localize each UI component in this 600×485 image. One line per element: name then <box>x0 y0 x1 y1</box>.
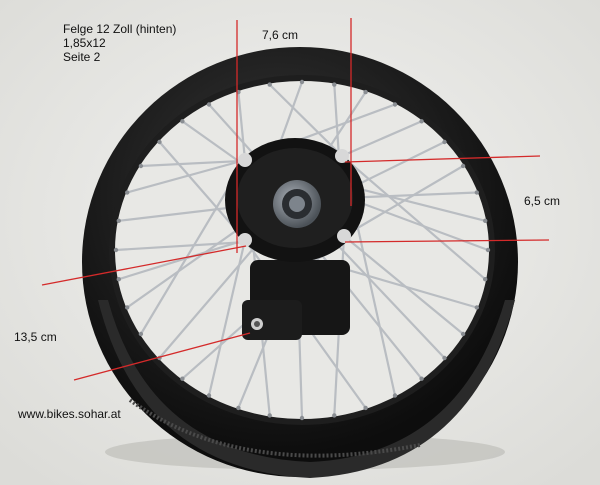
spoke-nipple <box>419 376 424 381</box>
spoke-nipple <box>485 247 491 253</box>
spoke-nipple <box>332 82 337 87</box>
spoke-nipple <box>474 190 479 195</box>
measure-lines <box>41 18 550 381</box>
spoke <box>117 238 247 281</box>
spoke-nipple <box>474 305 479 310</box>
spoke <box>237 90 247 162</box>
measure-line-lower-horizontal <box>344 239 550 243</box>
spoke-nipple <box>363 89 368 95</box>
rim-tread <box>128 398 421 458</box>
spoke-nipple <box>113 247 119 253</box>
measurement-top-width: 7,6 cm <box>262 28 299 42</box>
spoke-nipple <box>180 119 185 124</box>
spoke <box>340 154 487 281</box>
rim-inner-edge <box>109 75 495 425</box>
measurement-hub-height: 6,5 cm <box>524 194 561 208</box>
photo-caption: Felge 12 Zoll (hinten) 1,85x12 Seite 2 <box>63 22 176 64</box>
measure-line-lower-diagonal <box>73 332 251 381</box>
spoke <box>268 83 344 158</box>
spoke-nipple <box>180 376 185 381</box>
spoke-nipple <box>483 218 488 223</box>
spoke-nipple <box>442 355 447 361</box>
spoke-nipple <box>138 331 144 337</box>
spoke <box>340 120 423 158</box>
spoke-nipple <box>125 190 130 195</box>
spoke-nipple <box>419 119 424 124</box>
spoke-nipple <box>236 405 241 411</box>
hub <box>225 138 365 340</box>
spoke-nipple <box>392 393 398 398</box>
spoke-nipple <box>299 79 305 85</box>
spoke-nipple <box>299 415 305 421</box>
spoke-nipple <box>363 405 368 411</box>
spoke <box>126 158 247 194</box>
spoke-nipple <box>138 163 144 169</box>
spoke-nipple <box>332 413 337 418</box>
spoke-nipple <box>460 163 466 169</box>
spoke-nipple <box>116 277 122 282</box>
spoke-nipple <box>206 102 212 107</box>
caption-title: Felge 12 Zoll (hinten) <box>63 22 177 36</box>
spoke-nipple <box>392 102 398 107</box>
spoke-nipple <box>116 218 122 223</box>
spoke-nipple <box>125 305 130 310</box>
bearing <box>273 180 321 228</box>
spoke-nipple <box>157 139 162 145</box>
spoke-nipple <box>267 413 272 418</box>
caption-size: 1,85x12 <box>63 36 106 50</box>
caption-page: Seite 2 <box>63 50 101 64</box>
spoke-nipple <box>460 331 466 337</box>
spoke-nipple <box>206 393 212 398</box>
measurement-axle-length: 13,5 cm <box>14 330 57 344</box>
website-link: www.bikes.sohar.at <box>18 407 121 421</box>
spoke-nipple <box>483 277 488 282</box>
measure-line-upper-horizontal <box>344 155 541 163</box>
measure-line-upper-diagonal <box>41 245 247 286</box>
spoke-nipple <box>267 82 272 87</box>
spoke-nipple <box>442 139 447 145</box>
